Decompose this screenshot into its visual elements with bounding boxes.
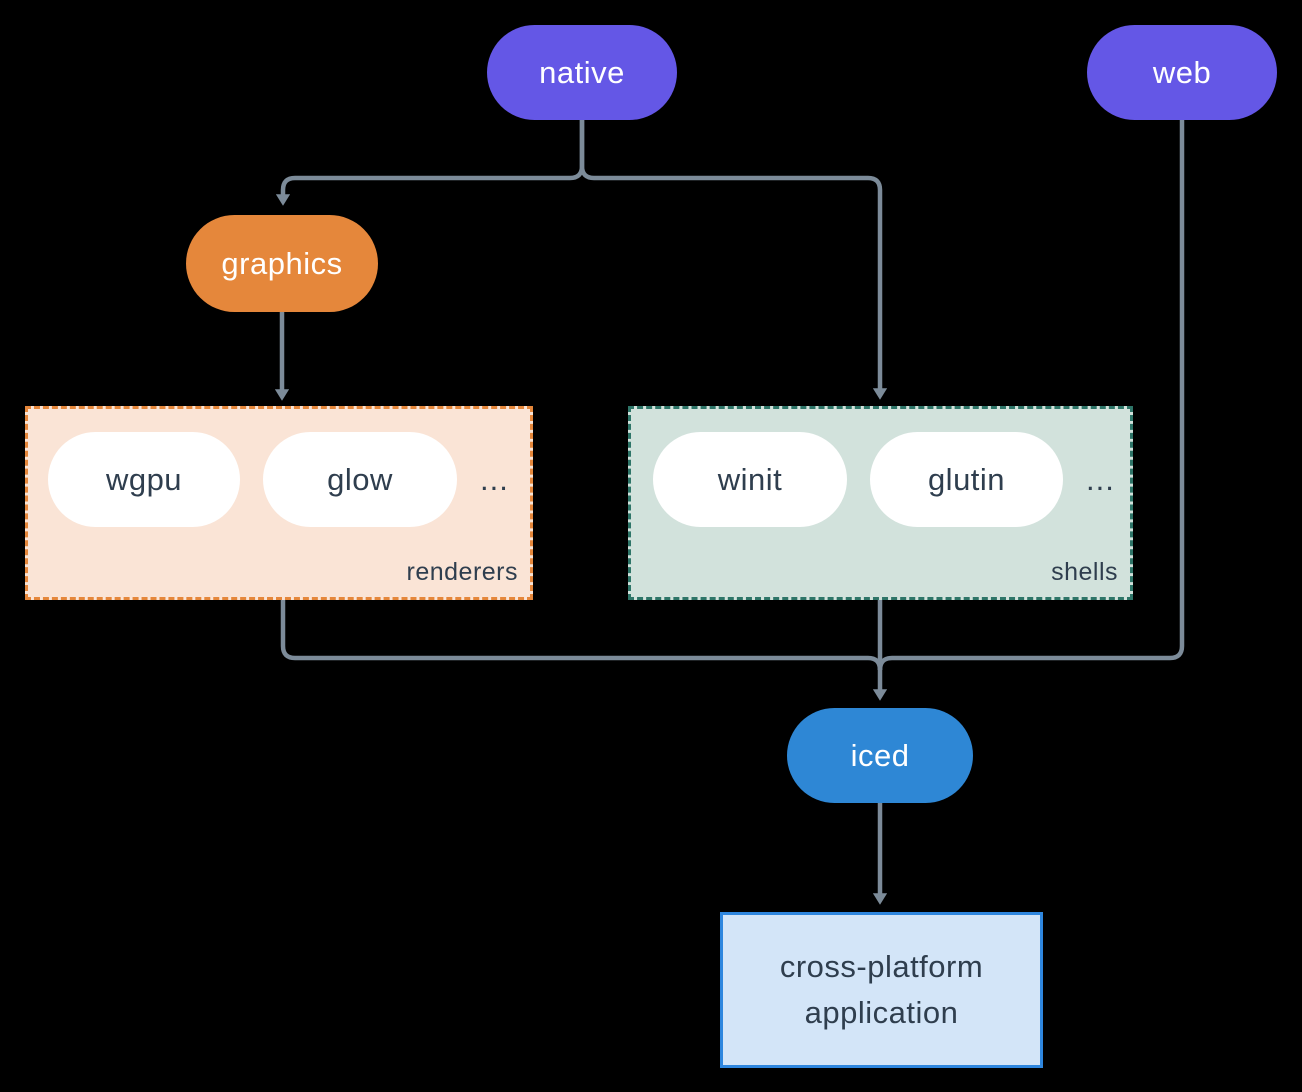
node-iced: iced xyxy=(787,708,973,803)
group-renderers: wgpu glow ... renderers xyxy=(25,406,533,600)
node-graphics: graphics xyxy=(186,215,378,312)
node-wgpu: wgpu xyxy=(48,432,240,527)
renderers-group-label: renderers xyxy=(406,558,518,586)
node-winit: winit xyxy=(653,432,847,527)
shells-ellipsis: ... xyxy=(1086,461,1115,497)
connector-renderers-to-junction xyxy=(280,600,883,671)
node-native: native xyxy=(487,25,677,120)
node-glutin: glutin xyxy=(870,432,1063,527)
group-shells: winit glutin ... shells xyxy=(628,406,1133,600)
connector-native-to-graphics xyxy=(275,120,585,206)
renderers-ellipsis: ... xyxy=(480,461,509,497)
connector-native-to-shells xyxy=(579,120,888,400)
shells-group-label: shells xyxy=(1051,558,1118,586)
node-web: web xyxy=(1087,25,1277,120)
node-glow: glow xyxy=(263,432,457,527)
node-cross-platform-application: cross-platform application xyxy=(720,912,1043,1068)
